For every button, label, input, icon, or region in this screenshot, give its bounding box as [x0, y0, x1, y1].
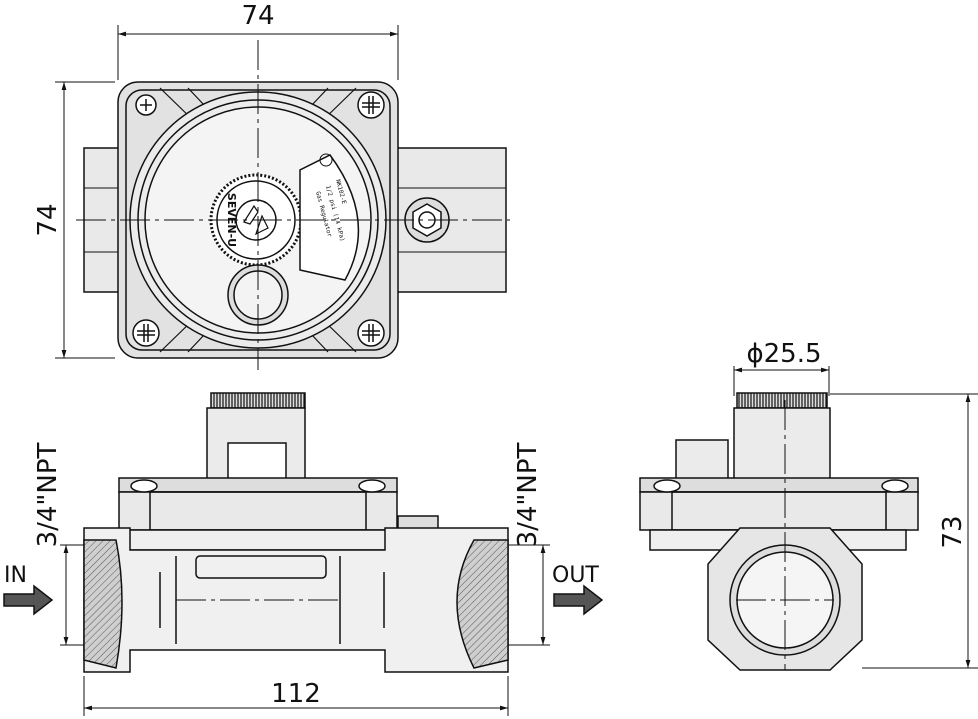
- top-width-dim: 74: [241, 1, 274, 31]
- front-cover: [118, 491, 398, 531]
- side-view: [639, 366, 978, 671]
- top-height-dim: 74: [33, 203, 63, 236]
- front-length-dim: 112: [271, 679, 321, 709]
- front-view: [60, 392, 550, 716]
- outlet-flow-arrow: [553, 584, 604, 616]
- screw-bottom-right: [357, 319, 385, 347]
- side-cover: [639, 491, 919, 531]
- knob-diameter-dim: ϕ25.5: [746, 339, 821, 369]
- front-pipe-body: [83, 527, 509, 673]
- side-height-dim: 73: [938, 515, 968, 548]
- screw-top-right: [357, 91, 385, 119]
- screw-top-left: [135, 94, 157, 116]
- outlet-thread-dim: 3/4"NPT: [513, 442, 543, 547]
- inlet-thread-dim: 3/4"NPT: [33, 442, 63, 547]
- brand-mark: SEVEN-U: [225, 193, 238, 247]
- side-knob: [736, 392, 828, 409]
- inlet-thread: [83, 539, 123, 669]
- inlet-flow-arrow: [3, 584, 54, 616]
- screw-bottom-left: [132, 319, 160, 347]
- top-view: [55, 25, 510, 370]
- outlet-thread: [456, 539, 509, 669]
- outlet-label: OUT: [552, 563, 599, 588]
- inlet-label: IN: [4, 563, 27, 588]
- front-knob: [210, 392, 306, 409]
